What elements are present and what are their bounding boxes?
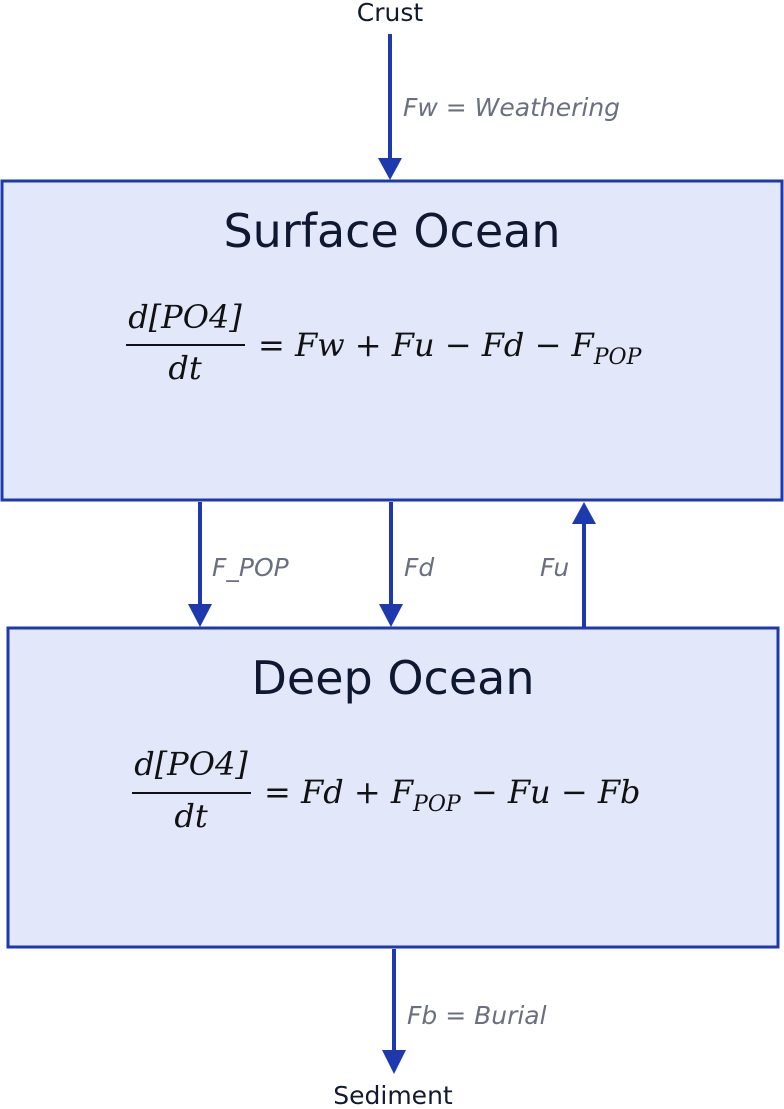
surface-ocean-box [0,179,784,502]
fu-flux-label: Fu [540,553,569,582]
deep-equation-rhs-after-sub: − Fu − Fb [461,773,641,811]
fu-arrow [572,502,596,627]
surface-ocean-equation: d[PO4] dt = Fw + Fu − Fd − FPOP [126,298,643,387]
deep-equation-numerator: d[PO4] [134,745,248,783]
crust-label: Crust [357,0,424,27]
fd-arrow [379,502,403,627]
surface-equation-rhs: = Fw + Fu − Fd − FPOP [258,326,643,370]
deep-equation-denominator: dt [174,797,207,835]
surface-equation-numerator: d[PO4] [128,298,242,336]
deep-equation-rhs: = Fd + FPOP − Fu − Fb [264,773,641,817]
deep-ocean-equation: d[PO4] dt = Fd + FPOP − Fu − Fb [132,745,641,835]
deep-ocean-box [6,626,780,949]
surface-equation-rhs-subscript: POP [593,345,643,370]
f-pop-arrow [188,502,212,627]
sediment-label: Sediment [333,1081,453,1109]
deep-equation-rhs-before-sub: = Fd + F [264,773,415,811]
burial-flux-label: Fb = Burial [407,1001,547,1030]
deep-ocean-title: Deep Ocean [252,651,535,705]
surface-ocean-title: Surface Ocean [223,204,560,258]
fd-flux-label: Fd [404,553,434,582]
surface-equation-denominator: dt [168,349,201,387]
surface-equation-rhs-main: = Fw + Fu − Fd − F [258,326,596,364]
weathering-arrow [378,34,402,180]
deep-equation-rhs-subscript: POP [412,792,462,817]
weathering-flux-label: Fw = Weathering [403,93,620,122]
f-pop-flux-label: F_POP [212,553,290,582]
burial-arrow [382,949,406,1074]
